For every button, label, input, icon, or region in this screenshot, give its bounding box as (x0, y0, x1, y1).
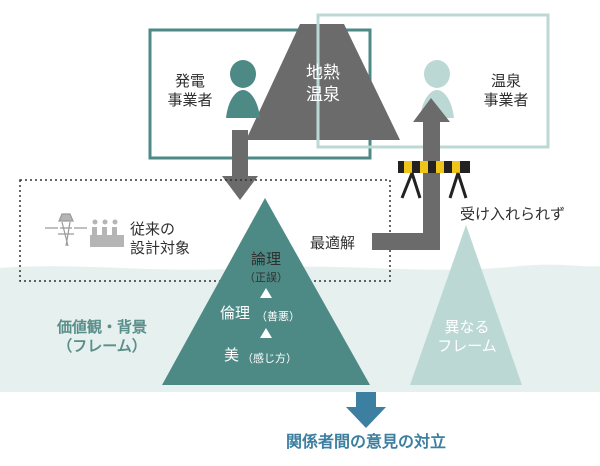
hot-spring-operator-label: 温泉 事業者 (483, 72, 529, 109)
barrier-icon (398, 161, 470, 199)
plant-icon (90, 219, 124, 247)
logic-sub-label: （正誤） (244, 271, 288, 284)
geothermal-hot-spring-label: 地熱 温泉 (306, 63, 340, 105)
optimal-solution-label: 最適解 (310, 234, 356, 252)
not-accepted-label: 受け入れられず (460, 205, 566, 223)
ethics-label: 倫理 (220, 304, 251, 322)
pyramid-step-marker-upper (260, 288, 272, 298)
ethics-sub-label: （善悪） (256, 310, 300, 323)
pyramid-step-marker-lower (260, 328, 272, 338)
power-tower-icon (45, 213, 87, 247)
logic-label: 論理 (250, 250, 281, 268)
conflict-down-arrow (346, 392, 386, 428)
producer-down-arrow (222, 130, 258, 200)
geothermal-mountain (246, 24, 400, 140)
aesthetics-sub-label: （感じ方） (242, 352, 297, 365)
power-producer-label: 発電 事業者 (167, 72, 213, 109)
values-frame-label: 価値観・背景 （フレーム） (56, 318, 147, 355)
traditional-target-box (19, 179, 391, 282)
optimal-solution-arrow (372, 98, 450, 250)
different-frame-pyramid (410, 225, 522, 385)
different-frame-label: 異なる フレーム (437, 318, 497, 355)
traditional-target-label: 従来の 設計対象 (130, 220, 191, 257)
aesthetics-label: 美 (224, 346, 240, 364)
conflict-label: 関係者間の意見の対立 (285, 432, 446, 451)
power-producer-person-icon (226, 60, 260, 118)
